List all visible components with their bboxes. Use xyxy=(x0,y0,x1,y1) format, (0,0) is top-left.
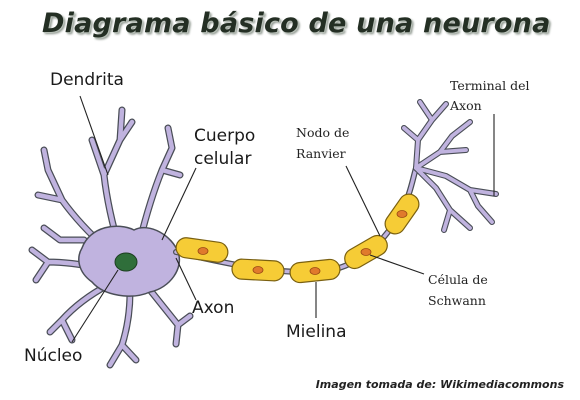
label-nodo-line1: Nodo de xyxy=(296,125,350,140)
leader-nucleo xyxy=(71,269,119,343)
label-mielina: Mielina xyxy=(286,322,347,342)
label-nodo-line2: Ranvier xyxy=(296,146,346,161)
leader-axon xyxy=(175,257,197,301)
image-credit: Imagen tomada de: Wikimediacommons xyxy=(315,378,564,391)
label-terminal-line1: Terminal del xyxy=(450,78,530,93)
label-axon: Axon xyxy=(192,298,235,318)
nucleus xyxy=(114,252,138,272)
label-cuerpo-line2: celular xyxy=(194,149,252,169)
label-celula-line2: Schwann xyxy=(428,293,486,308)
schwann-nuclei xyxy=(197,210,408,275)
diagram-title: Diagrama básico de una neurona xyxy=(42,8,551,39)
label-cuerpo-line1: Cuerpo xyxy=(194,126,256,146)
label-dendrita: Dendrita xyxy=(50,70,124,90)
leader-lines xyxy=(71,95,495,343)
leader-celula xyxy=(369,254,425,275)
label-nucleo: Núcleo xyxy=(24,346,83,366)
leader-cuerpo xyxy=(161,167,197,241)
leader-nodo xyxy=(345,165,381,237)
label-celula-line1: Célula de xyxy=(428,272,488,287)
label-terminal-line2: Axon xyxy=(450,98,482,113)
dendrites xyxy=(28,106,194,369)
axon-terminal xyxy=(401,99,499,233)
leader-dendrita xyxy=(79,95,109,176)
